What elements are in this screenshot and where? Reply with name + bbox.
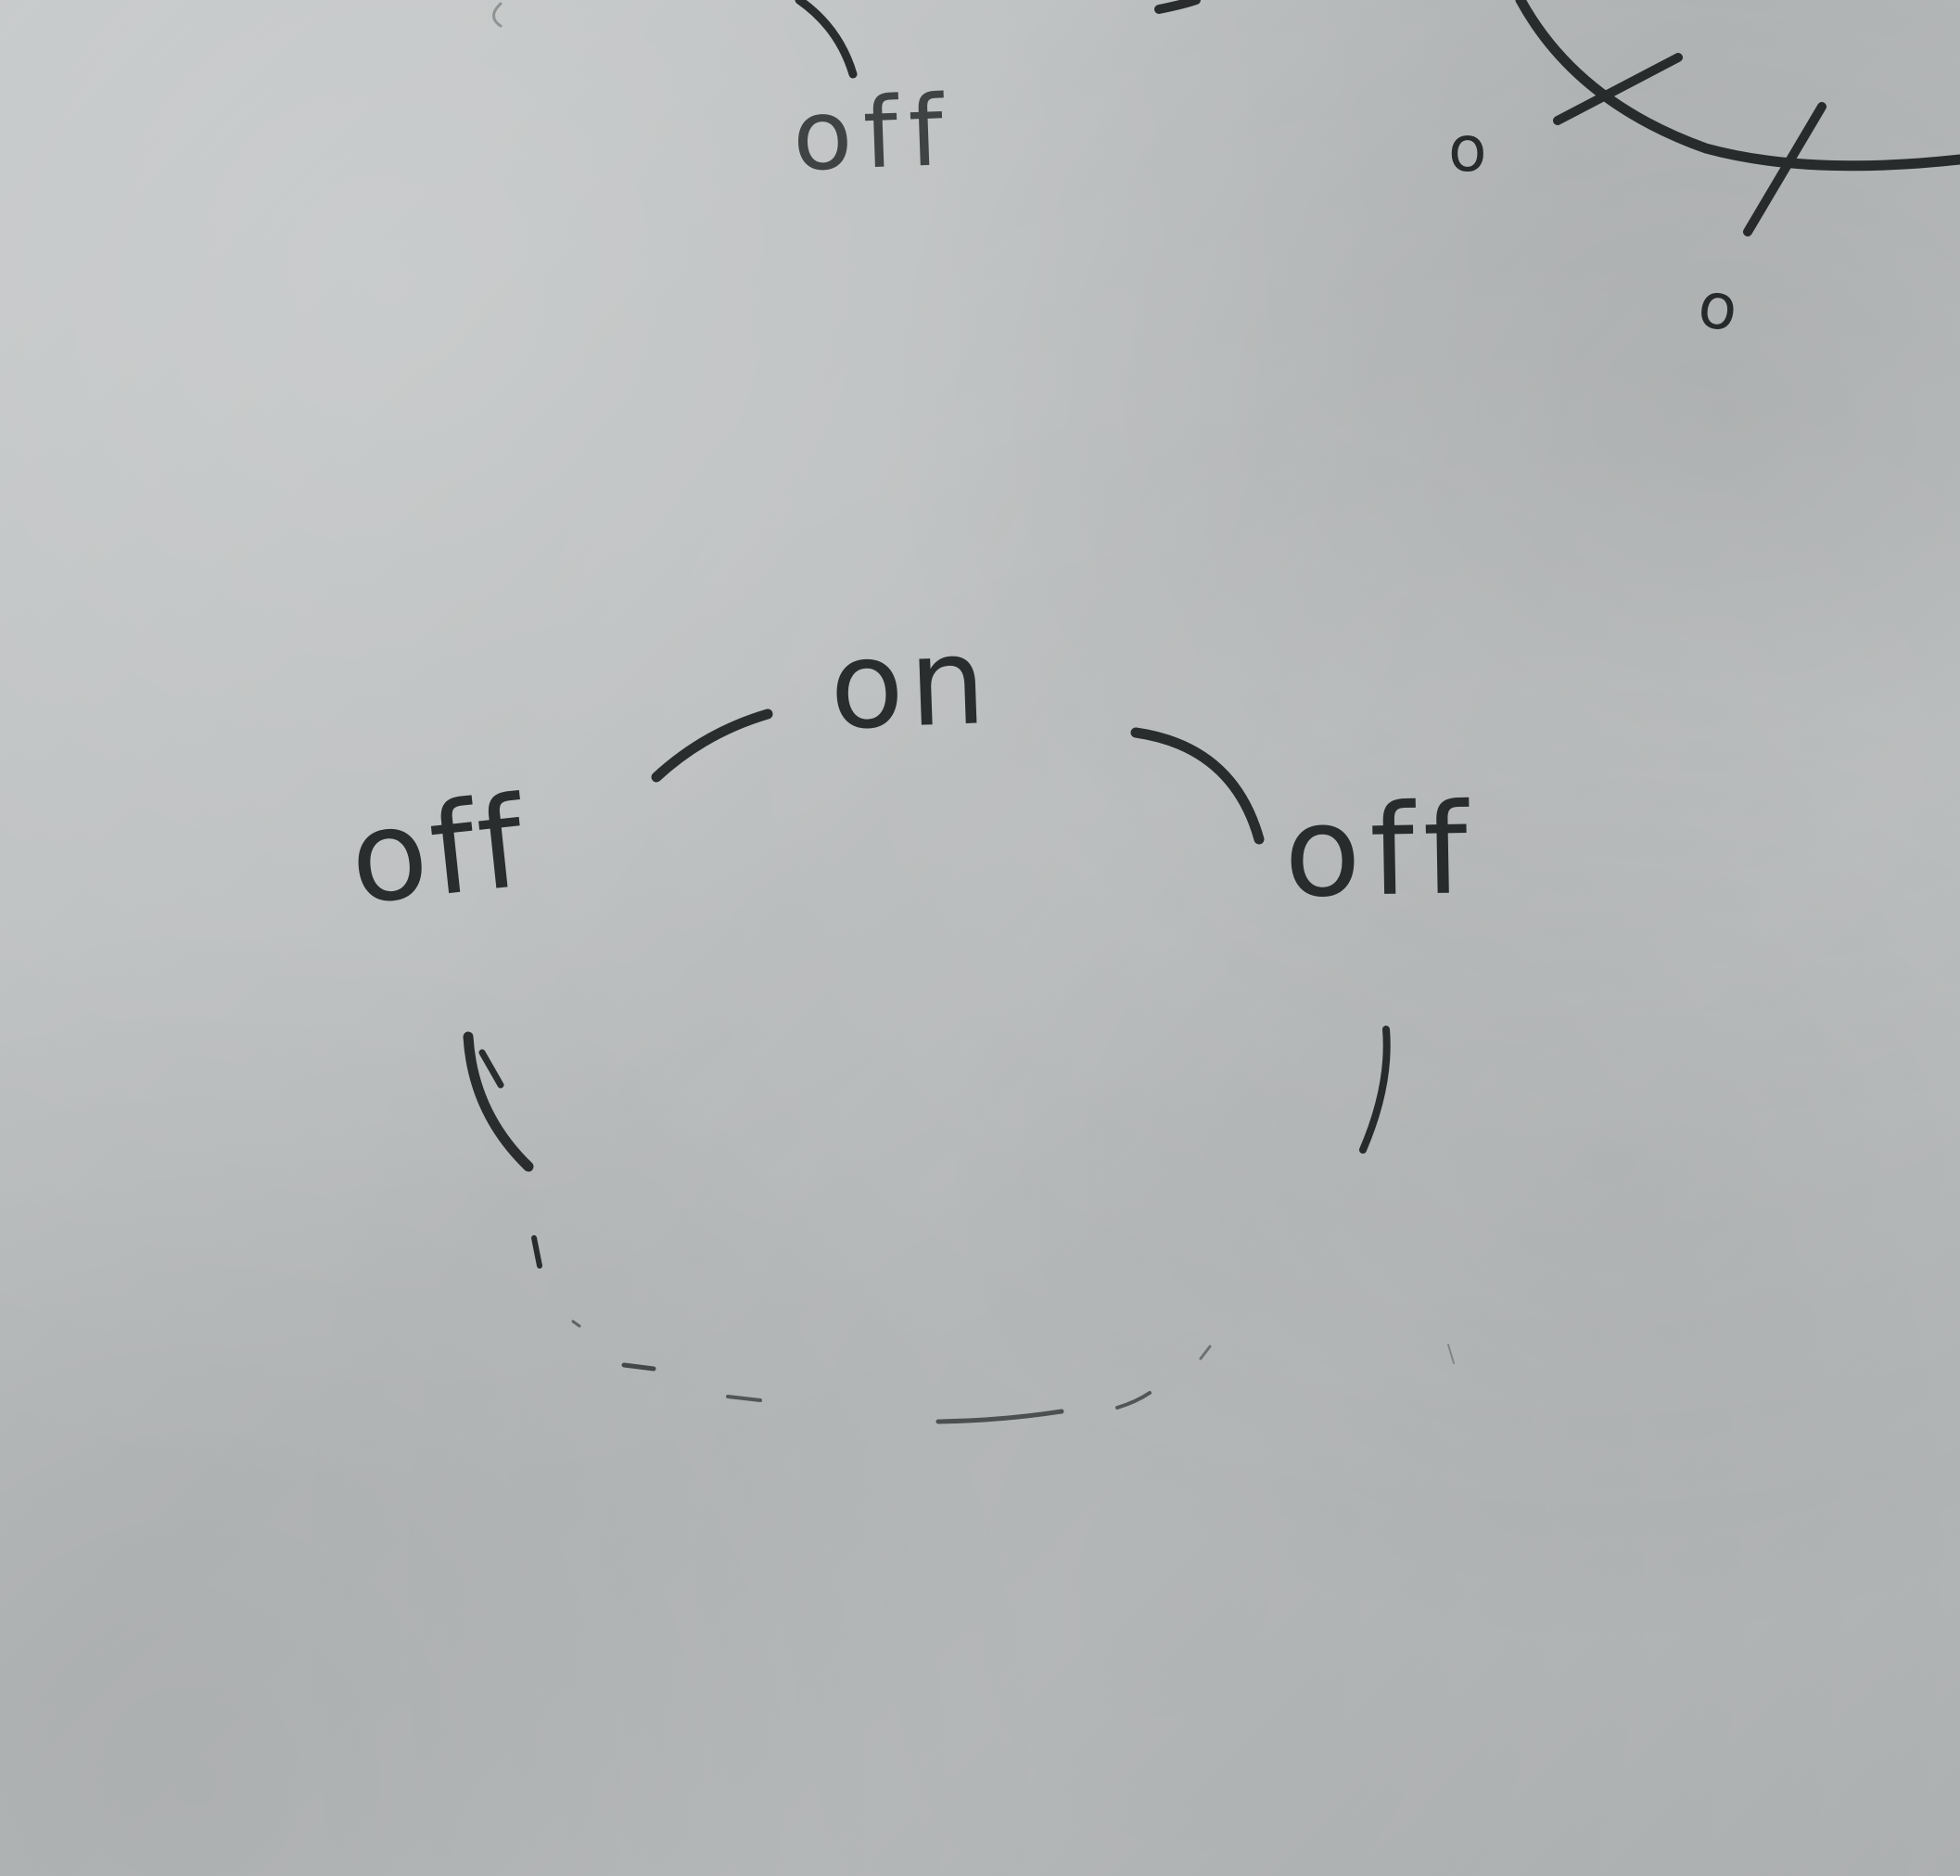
top-right-tick-1 [1553, 53, 1683, 125]
top-left-curve-stroke [795, 0, 858, 79]
circle-dash-left-extra [478, 1049, 504, 1089]
top-right-tick-2 [1743, 102, 1826, 236]
top-off-label: off [790, 73, 957, 194]
circle-dot-left-lower [531, 1235, 542, 1269]
circle-dash-left [463, 1031, 534, 1172]
circle-dash-bottom-3 [935, 1409, 1064, 1424]
top-left-small-c [492, 2, 503, 28]
right-off-label: off [1282, 776, 1479, 925]
on-label: on [827, 610, 994, 757]
top-middle-dash [1154, 0, 1201, 14]
top-o-label-1: o [1448, 113, 1487, 186]
circle-dash-top-left [651, 708, 773, 783]
top-right-arc [1515, 0, 1960, 172]
circle-dash-right [1359, 1026, 1391, 1154]
circle-dot-bottom-1 [571, 1320, 581, 1328]
circle-dot-faint-right [1447, 1344, 1455, 1364]
circle-dash-bottom-4 [1115, 1391, 1152, 1410]
left-off-label: off [343, 769, 534, 933]
circle-dash-bottom-1 [621, 1362, 656, 1372]
circle-dash-bottom-2 [726, 1395, 762, 1402]
circle-dash-top-right [1130, 727, 1265, 845]
circle-dot-bottom-right [1199, 1345, 1212, 1360]
